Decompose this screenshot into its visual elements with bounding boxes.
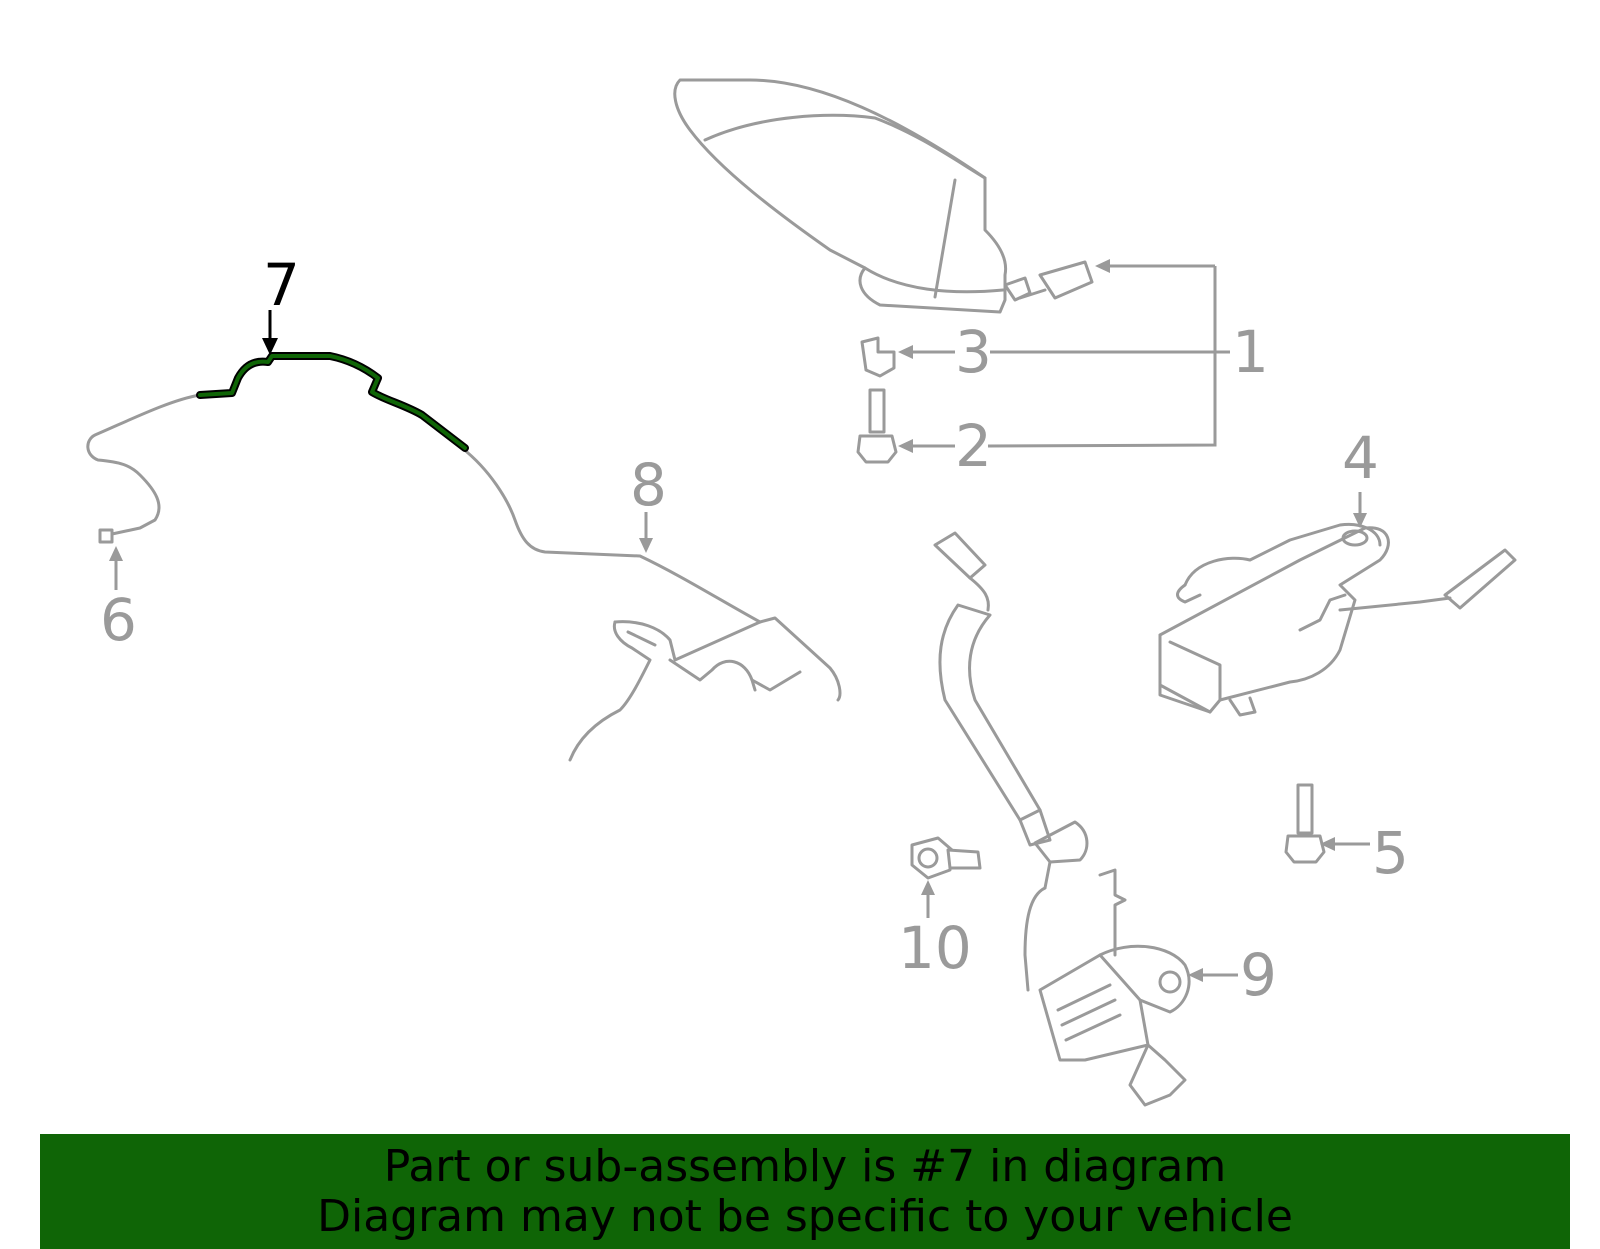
- callout-4-leader: [1353, 492, 1367, 528]
- highlighted-part-7-cable: [196, 352, 469, 452]
- callout-6-leader: [109, 546, 123, 590]
- callout-7: 7: [263, 251, 300, 319]
- callout-7-leader: [262, 310, 278, 355]
- antenna-module: [1158, 522, 1517, 717]
- callout-3: 3: [955, 318, 992, 386]
- callout-2: 2: [955, 412, 992, 480]
- antenna-bolt: [856, 388, 898, 464]
- callout-5: 5: [1372, 819, 1409, 887]
- callout-1-leaders: [987, 259, 1230, 448]
- info-banner: Part or sub-assembly is #7 in diagram Di…: [40, 1134, 1570, 1249]
- antenna-clip: [860, 336, 896, 378]
- callout-1: 1: [1232, 318, 1269, 386]
- callout-4: 4: [1342, 424, 1379, 492]
- banner-line-1: Part or sub-assembly is #7 in diagram: [383, 1141, 1227, 1192]
- sensor-bolt: [910, 836, 982, 880]
- callout-6: 6: [100, 586, 137, 654]
- callout-8: 8: [630, 451, 667, 519]
- callout-3-leader: [898, 345, 955, 359]
- callout-8-leader: [639, 512, 653, 553]
- callout-10: 10: [898, 914, 972, 982]
- banner-line-2: Diagram may not be specific to your vehi…: [317, 1191, 1293, 1242]
- callout-5-leader: [1320, 837, 1370, 851]
- sensor-with-cable: [933, 531, 1191, 1107]
- callout-2-leader: [898, 439, 955, 453]
- antenna-cable: [86, 393, 762, 624]
- module-bolt: [1284, 783, 1326, 864]
- callout-9: 9: [1240, 941, 1277, 1009]
- callout-9-leader: [1188, 968, 1238, 982]
- callout-10-leader: [921, 880, 935, 918]
- shark-fin-antenna: [673, 78, 1094, 314]
- cable-bracket: [568, 616, 842, 762]
